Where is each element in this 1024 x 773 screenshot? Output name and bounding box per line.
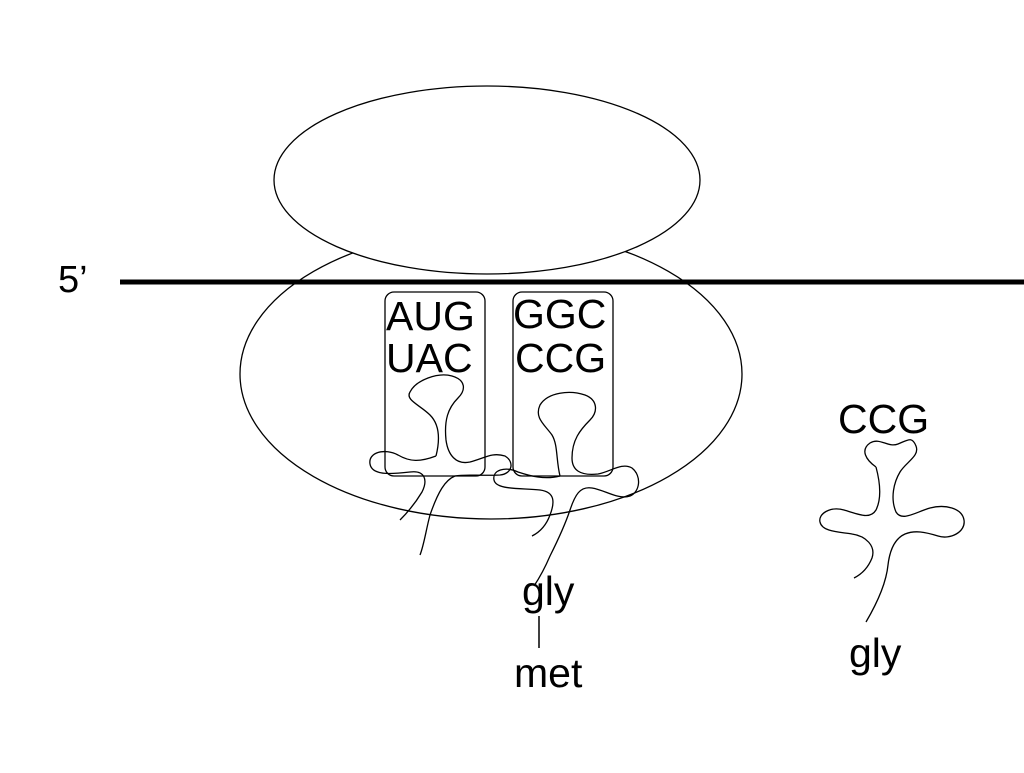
- right-anticodon: CCG: [515, 335, 606, 381]
- free-trna-amino-acid: gly: [849, 630, 902, 676]
- chain-bottom-amino-acid: met: [514, 650, 583, 696]
- right-codon: GGC: [513, 291, 606, 337]
- right-trna-shape: [533, 391, 640, 587]
- left-anticodon: UAC: [386, 335, 473, 381]
- left-codon: AUG: [386, 293, 475, 339]
- right-site-box: [512, 291, 614, 477]
- left-site-box: [384, 291, 486, 477]
- left-trna-shape: [408, 374, 512, 556]
- chain-top-amino-acid: gly: [522, 568, 575, 614]
- free-trna-shape: [864, 439, 965, 623]
- small-ribosome-subunit: [273, 85, 701, 275]
- right-trna-left-arm: [493, 468, 561, 537]
- five-prime-label: 5’: [58, 259, 88, 301]
- left-trna-left-arm: [369, 450, 437, 521]
- free-trna-left-arm: [819, 466, 881, 579]
- free-trna-anticodon: CCG: [838, 396, 929, 442]
